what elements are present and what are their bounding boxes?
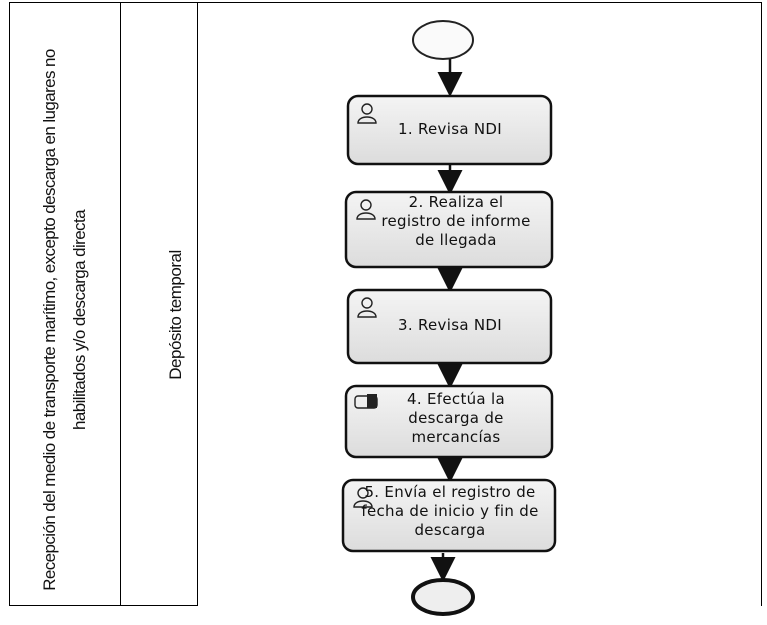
user-icon	[356, 199, 376, 220]
task-label-4: 4. Efectúa la descarga de mercancías	[407, 390, 505, 446]
pool-frame-bottom	[9, 605, 197, 606]
user-icon	[353, 487, 373, 508]
task-box-4	[344, 384, 554, 459]
task-label-2: 2. Realiza el registro de informe de lle…	[381, 193, 531, 249]
task-box-1	[346, 94, 553, 166]
task-box-3	[346, 288, 553, 365]
lane-divider	[120, 2, 121, 606]
start-event	[412, 20, 474, 60]
task-label-1: 1. Revisa NDI	[398, 120, 502, 138]
lane-divider-2	[197, 2, 198, 606]
pool-frame	[9, 2, 762, 606]
task-box-5	[341, 478, 557, 553]
manual-task-icon	[354, 394, 378, 409]
user-icon	[357, 297, 377, 318]
task-box-2	[344, 190, 554, 269]
task-label-3: 3. Revisa NDI	[398, 316, 502, 334]
user-icon	[357, 103, 377, 124]
task-label-5: 5. Envía el registro de fecha de inicio …	[361, 483, 539, 539]
end-event	[411, 578, 475, 616]
